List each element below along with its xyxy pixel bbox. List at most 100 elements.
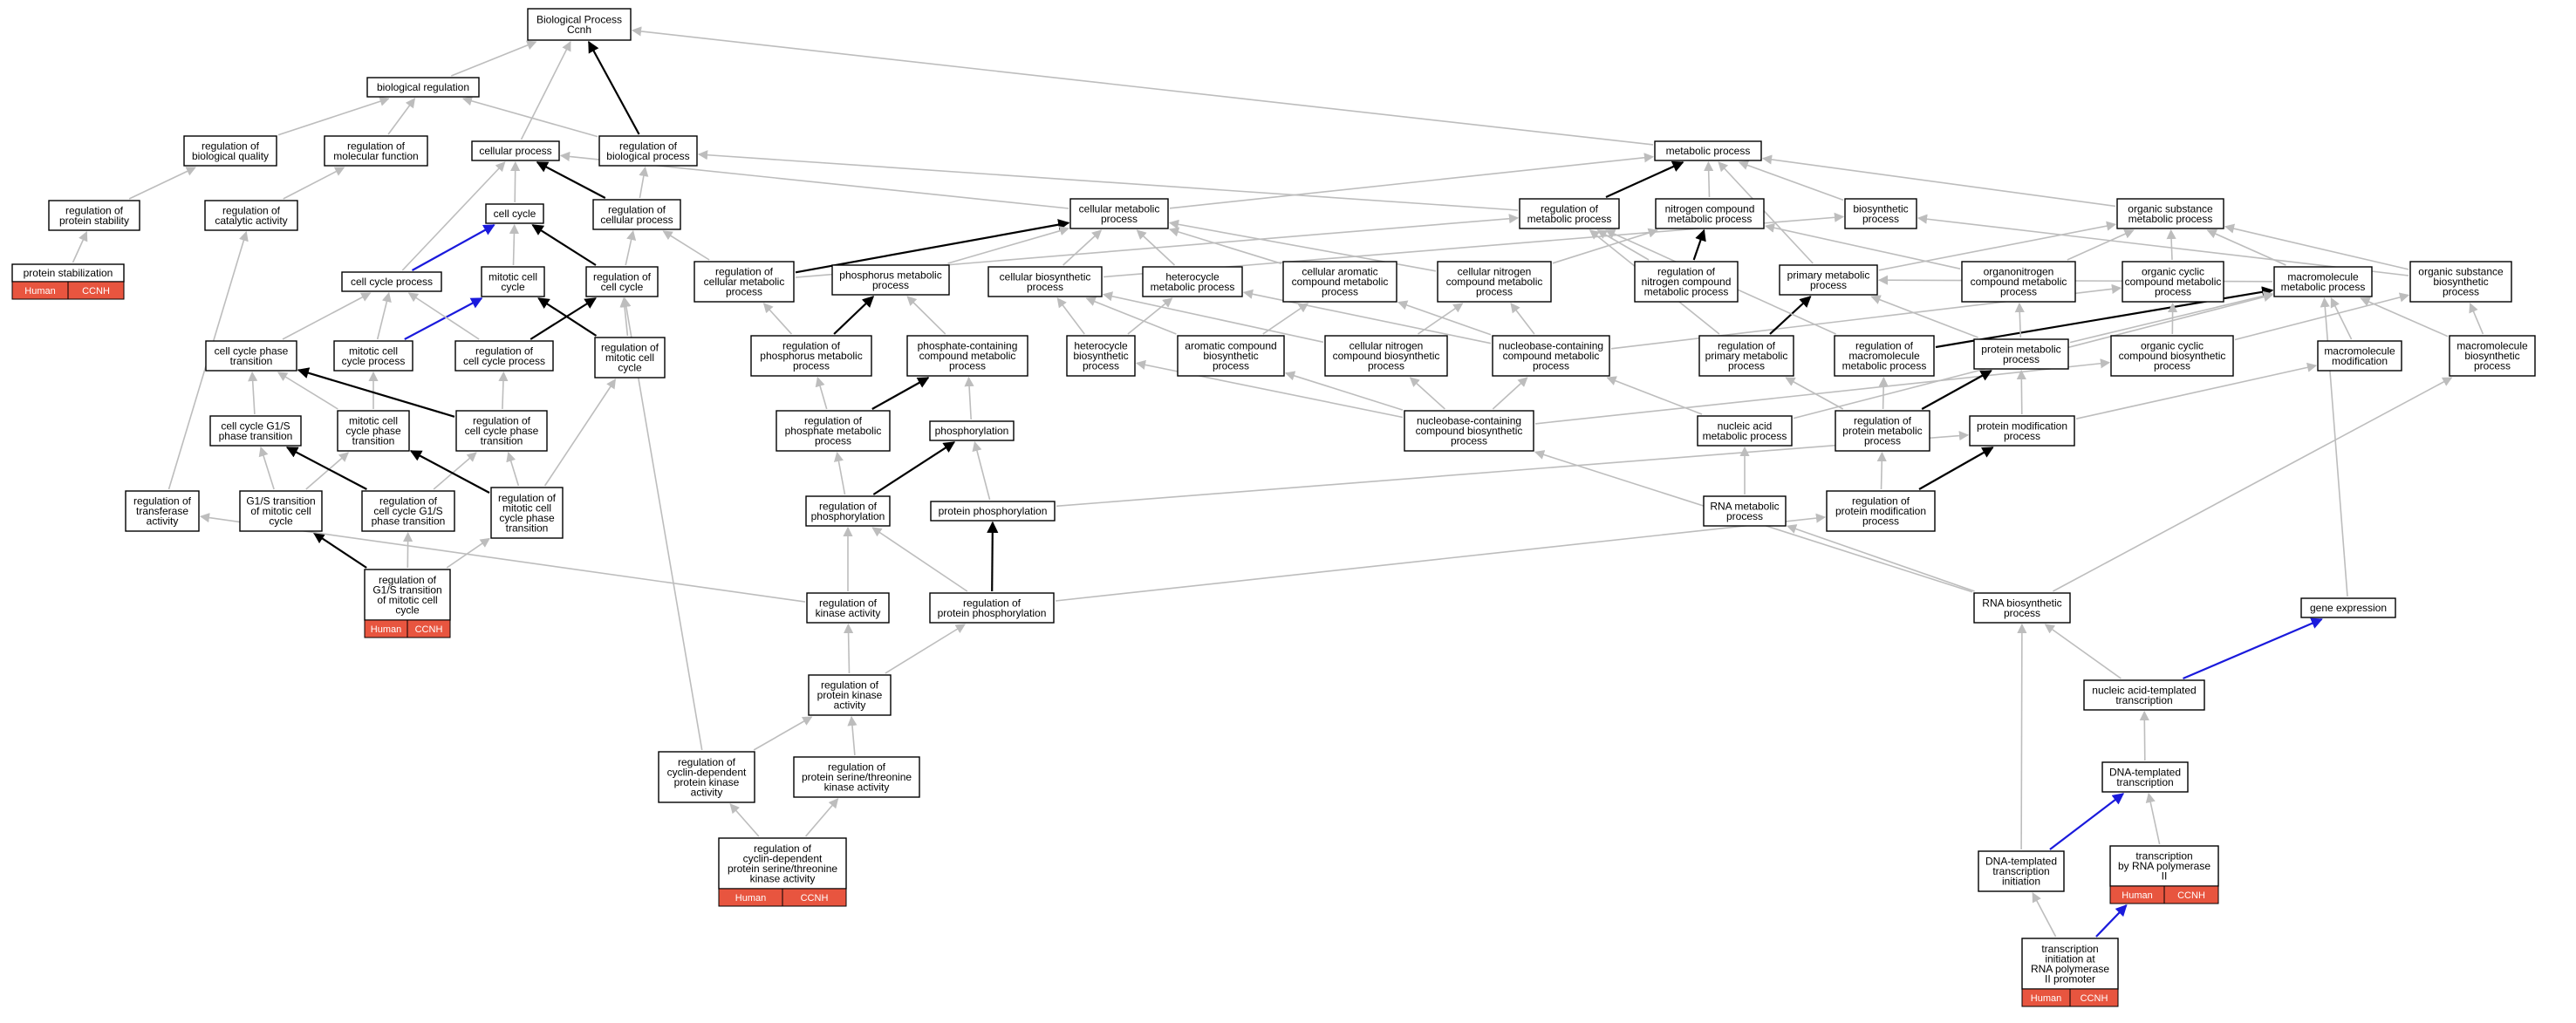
node-box (929, 420, 1015, 441)
go-term-node-bioreg[interactable]: biological regulation (366, 77, 480, 98)
edge-nucbasemet-to-hetmet (1242, 289, 1492, 344)
gene-badge (2069, 988, 2119, 1007)
edge-ccproc-to-cellcycle (411, 224, 495, 271)
node-box (658, 751, 755, 803)
edge-regccp-to-ccproc (407, 292, 480, 340)
species-label: Human (2122, 890, 2152, 901)
go-term-node-cellproc[interactable]: cellular process (471, 140, 560, 161)
node-box (2300, 597, 2396, 618)
edge-orgsub-to-metproc (1761, 154, 2116, 208)
go-term-node-protphos[interactable]: protein phosphorylation (930, 501, 1056, 522)
node-box (2317, 340, 2402, 372)
node-box (490, 487, 564, 539)
go-term-node-cellcycle[interactable]: cell cycle (485, 203, 544, 224)
node-box (1973, 592, 2071, 624)
species-label: Human (371, 624, 401, 635)
go-term-node-metproc[interactable]: metabolic process (1654, 140, 1762, 161)
edge-cellcycle-to-cellproc (510, 160, 521, 203)
go-term-node-phosphorylation[interactable]: phosphorylation (929, 420, 1015, 441)
go-term-node-geneexp[interactable]: gene expression (2300, 597, 2396, 618)
edge-nuctrans-to-rnabio (2044, 624, 2122, 679)
go-term-node-ccproc[interactable]: cell cycle process (341, 271, 442, 292)
node-box (929, 592, 1055, 624)
gene-label: CCNH (2177, 890, 2205, 901)
